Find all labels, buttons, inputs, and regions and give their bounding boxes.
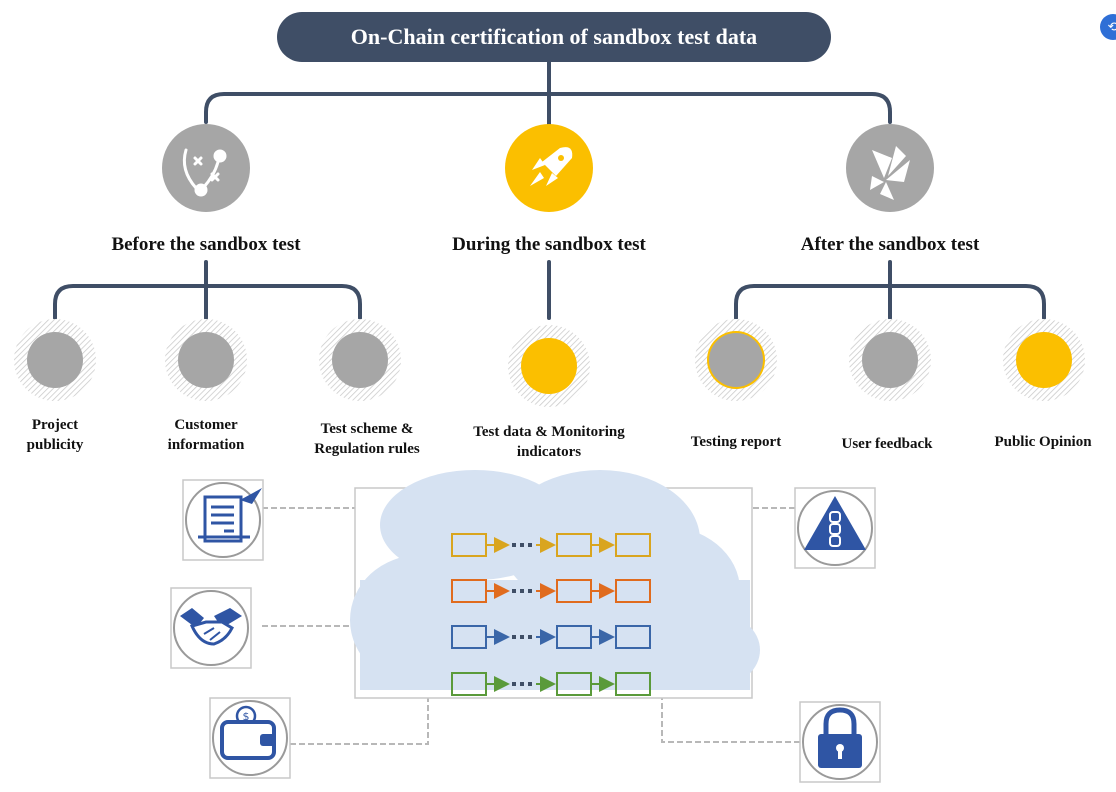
- item-circle-project-publicity: [14, 319, 96, 401]
- diagram-title: On-Chain certification of sandbox test d…: [277, 12, 831, 62]
- handshake-icon: [170, 587, 252, 669]
- chain-dot: [528, 589, 532, 593]
- corner-badge-icon[interactable]: ⟲: [1100, 14, 1116, 40]
- phase-icon-during: [505, 124, 593, 212]
- item-circles: [14, 319, 1085, 407]
- item-circle-user-feedback: [849, 319, 931, 401]
- strategy-icon: [182, 148, 227, 197]
- item-label-public-opinion: Public Opinion: [994, 434, 1092, 450]
- item-circle-testing-report: [695, 319, 777, 401]
- top-connector: [204, 60, 892, 126]
- item-circle-test-data: [508, 325, 590, 407]
- item-label-line: Regulation rules: [314, 441, 420, 457]
- chain-block: [615, 533, 651, 557]
- chain-block: [615, 579, 651, 603]
- chain-block: [615, 625, 651, 649]
- item-label-line: Test scheme &: [320, 421, 414, 437]
- item-circle-test-scheme: [319, 319, 401, 401]
- svg-text:$: $: [243, 710, 250, 723]
- chain-row: [451, 672, 651, 696]
- chain-dot: [512, 589, 516, 593]
- item-circle-public-opinion: [1003, 319, 1085, 401]
- before-connector: [53, 260, 362, 320]
- blockchain-warning-icon: [794, 487, 876, 569]
- rocket-icon: [530, 147, 573, 186]
- phase-label-after: After the sandbox test: [800, 234, 980, 255]
- item-circle-customer-information: [165, 319, 247, 401]
- chain-row: [451, 579, 651, 603]
- item-label-user-feedback: User feedback: [841, 436, 933, 452]
- chain-dot: [512, 543, 516, 547]
- chain-dot: [520, 635, 524, 639]
- lock-icon: [799, 701, 881, 783]
- chain-rows: [451, 533, 651, 696]
- chain-dot: [528, 543, 532, 547]
- item-label-line: Project: [31, 417, 79, 433]
- phase-label-during: During the sandbox test: [452, 234, 646, 255]
- wallet-icon: $: [209, 697, 291, 779]
- side-icons: $: [170, 479, 881, 783]
- chain-row: [451, 533, 651, 557]
- after-connector: [734, 260, 1046, 320]
- item-label-test-scheme: Test scheme & Regulation rules: [314, 419, 419, 459]
- item-label-project-publicity: Project publicity: [27, 415, 84, 455]
- chain-row: [451, 625, 651, 649]
- document-icon: [182, 479, 264, 561]
- chain-dot: [520, 543, 524, 547]
- item-label-line: information: [167, 437, 245, 453]
- cloud-panel: [350, 470, 760, 699]
- item-label-customer-information: Customer information: [168, 415, 245, 455]
- phase-icon-before: [162, 124, 250, 212]
- item-label-line: Test data & Monitoring: [473, 424, 625, 440]
- chain-dot: [520, 589, 524, 593]
- item-label-line: publicity: [26, 437, 84, 453]
- item-label-test-data: Test data & Monitoring indicators: [473, 422, 625, 462]
- item-label-line: indicators: [516, 444, 582, 460]
- chain-dot: [520, 682, 524, 686]
- phase-label-before: Before the sandbox test: [111, 234, 301, 255]
- phase-icon-after: [846, 124, 934, 212]
- item-label-testing-report: Testing report: [690, 434, 782, 450]
- chain-dot: [512, 682, 516, 686]
- chain-block: [615, 672, 651, 696]
- chain-dot: [512, 635, 516, 639]
- pinwheel-icon: [870, 146, 910, 200]
- item-label-line: Customer: [174, 417, 238, 433]
- chain-dot: [528, 635, 532, 639]
- chain-dot: [528, 682, 532, 686]
